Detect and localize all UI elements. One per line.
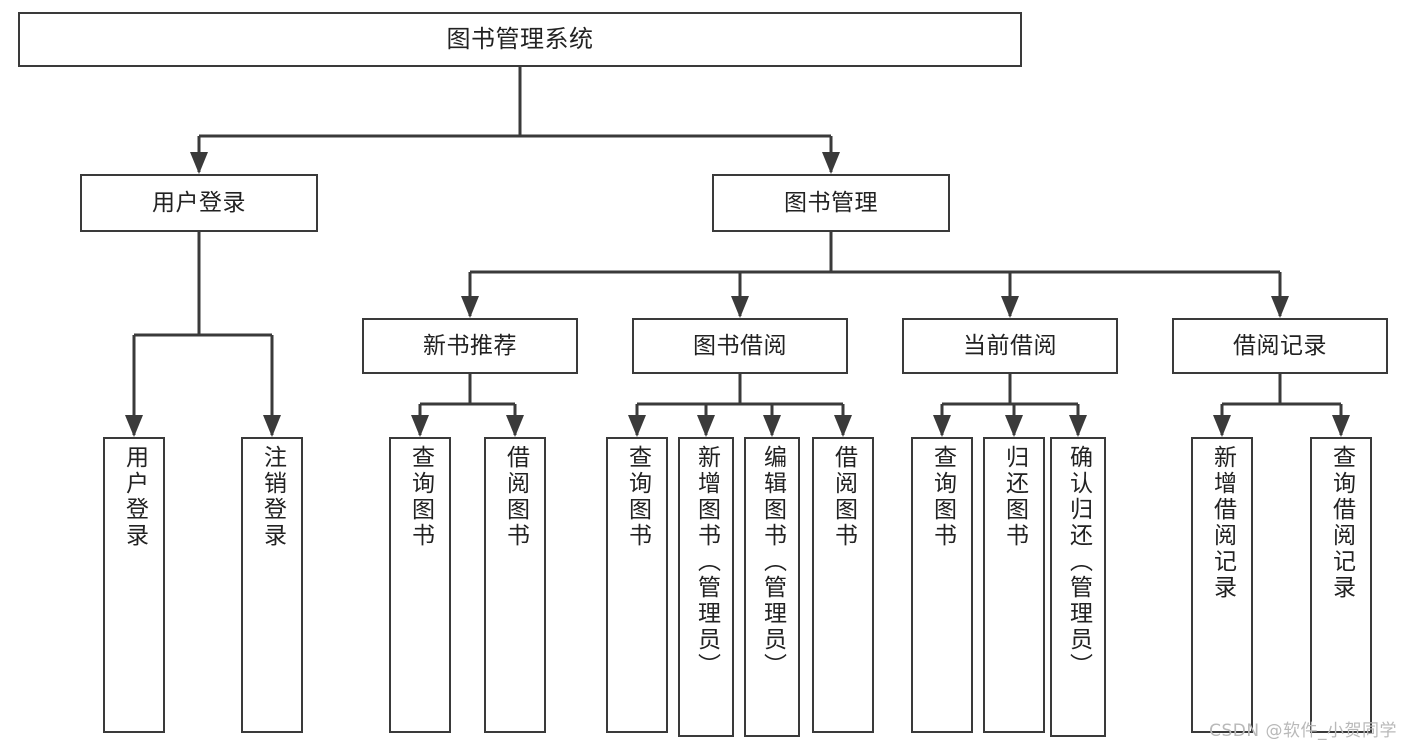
node-root[interactable]: 图书管理系统: [18, 12, 1022, 67]
arrow-head-icon: [933, 415, 951, 437]
node-user-login[interactable]: 用户登录: [80, 174, 318, 232]
node-leaf-return-book[interactable]: 归还图书: [983, 437, 1045, 733]
node-label: 查询图书: [929, 445, 956, 549]
arrow-head-icon: [834, 415, 852, 437]
node-label: 新增借阅记录: [1209, 445, 1236, 601]
node-label: 借阅图书: [830, 445, 857, 549]
node-leaf-user-login[interactable]: 用户登录: [103, 437, 165, 733]
arrow-head-icon: [1213, 415, 1231, 437]
node-label: 图书管理: [784, 189, 878, 216]
arrow-head-icon: [628, 415, 646, 437]
node-leaf-confirm-return[interactable]: 确认归还（管理员）: [1050, 437, 1106, 737]
arrow-head-icon: [411, 415, 429, 437]
node-label: 用户登录: [152, 189, 246, 216]
node-label: 当前借阅: [963, 332, 1057, 359]
node-book-management[interactable]: 图书管理: [712, 174, 950, 232]
node-label: 查询图书: [407, 445, 434, 549]
node-label: 新增图书（管理员）: [693, 445, 720, 679]
node-leaf-query-book-1[interactable]: 查询图书: [389, 437, 451, 733]
arrow-head-icon: [822, 152, 840, 174]
node-label: 用户登录: [121, 445, 148, 549]
arrow-head-icon: [190, 152, 208, 174]
node-label: 归还图书: [1001, 445, 1028, 549]
arrow-head-icon: [1069, 415, 1087, 437]
arrow-head-icon: [1005, 415, 1023, 437]
node-label: 图书管理系统: [446, 24, 594, 53]
node-leaf-query-book-2[interactable]: 查询图书: [606, 437, 668, 733]
node-leaf-borrow-book-1[interactable]: 借阅图书: [484, 437, 546, 733]
csdn-watermark: CSDN @软件_小贺同学: [1209, 721, 1397, 741]
node-label: 注销登录: [259, 445, 286, 549]
arrow-head-icon: [461, 296, 479, 318]
node-leaf-add-record[interactable]: 新增借阅记录: [1191, 437, 1253, 733]
arrow-head-icon: [506, 415, 524, 437]
node-label: 确认归还（管理员）: [1065, 445, 1092, 679]
arrow-head-icon: [125, 415, 143, 437]
node-leaf-query-book-3[interactable]: 查询图书: [911, 437, 973, 733]
node-current-borrow[interactable]: 当前借阅: [902, 318, 1118, 374]
arrow-head-icon: [263, 415, 281, 437]
node-leaf-query-record[interactable]: 查询借阅记录: [1310, 437, 1372, 733]
arrow-head-icon: [1001, 296, 1019, 318]
node-label: 借阅图书: [502, 445, 529, 549]
node-label: 新书推荐: [423, 332, 517, 359]
node-book-borrow[interactable]: 图书借阅: [632, 318, 848, 374]
node-label: 编辑图书（管理员）: [759, 445, 786, 679]
node-leaf-logout[interactable]: 注销登录: [241, 437, 303, 733]
node-leaf-edit-book[interactable]: 编辑图书（管理员）: [744, 437, 800, 737]
arrow-head-icon: [697, 415, 715, 437]
node-new-book-recommend[interactable]: 新书推荐: [362, 318, 578, 374]
arrow-head-icon: [731, 296, 749, 318]
node-leaf-add-book[interactable]: 新增图书（管理员）: [678, 437, 734, 737]
node-label: 借阅记录: [1233, 332, 1327, 359]
arrow-head-icon: [1271, 296, 1289, 318]
node-label: 图书借阅: [693, 332, 787, 359]
arrow-head-icon: [763, 415, 781, 437]
node-label: 查询图书: [624, 445, 651, 549]
node-label: 查询借阅记录: [1328, 445, 1355, 601]
node-leaf-borrow-book-2[interactable]: 借阅图书: [812, 437, 874, 733]
node-borrow-record[interactable]: 借阅记录: [1172, 318, 1388, 374]
arrow-head-icon: [1332, 415, 1350, 437]
